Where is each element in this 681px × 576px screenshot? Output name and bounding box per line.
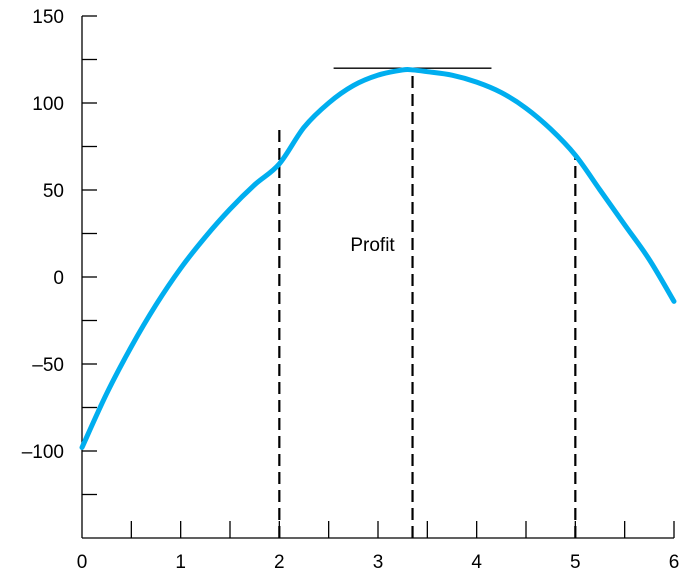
y-tick-label-1: 100 bbox=[32, 94, 64, 115]
y-tick-label-0: 150 bbox=[32, 7, 64, 28]
series-line-0 bbox=[79, 66, 677, 451]
series-group bbox=[79, 66, 677, 451]
vertical-markers bbox=[278, 69, 577, 538]
y-tick-label-2: 50 bbox=[43, 181, 64, 202]
annotation-0: Profit bbox=[350, 235, 395, 256]
x-tick-label-5: 5 bbox=[570, 552, 581, 573]
axis-ticks bbox=[82, 15, 675, 538]
x-tick-label-4: 4 bbox=[471, 552, 482, 573]
y-tick-label-5: –100 bbox=[22, 442, 64, 463]
axis-tick-labels: 0 1 2 3 4 5 6 150 100 50 0 –50 –100 bbox=[22, 7, 680, 573]
y-tick-label-3: 0 bbox=[53, 268, 64, 289]
x-tick-label-3: 3 bbox=[373, 552, 384, 573]
y-tick-label-4: –50 bbox=[32, 355, 64, 376]
annotations: Profit bbox=[350, 235, 395, 256]
x-tick-label-6: 6 bbox=[669, 552, 680, 573]
x-tick-label-2: 2 bbox=[274, 552, 285, 573]
x-tick-label-1: 1 bbox=[175, 552, 186, 573]
x-tick-label-0: 0 bbox=[77, 552, 88, 573]
axes bbox=[81, 16, 674, 539]
